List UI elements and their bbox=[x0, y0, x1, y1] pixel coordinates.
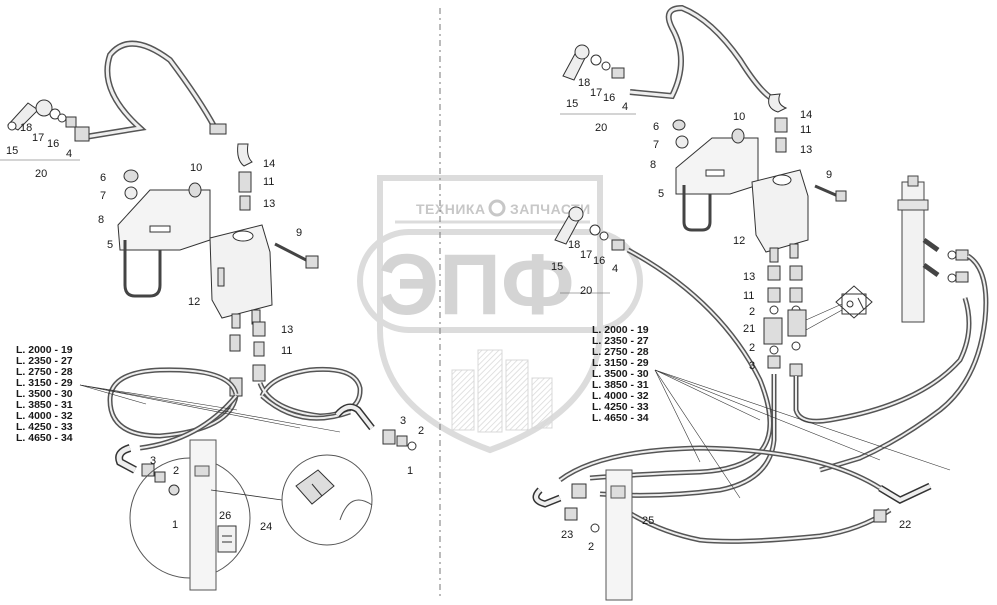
svg-text:L. 2750 - 28: L. 2750 - 28 bbox=[16, 366, 73, 378]
right-part-8: 8 bbox=[650, 159, 656, 171]
right-part-4: 4 bbox=[622, 101, 628, 113]
left-part-2-right: 2 bbox=[418, 425, 424, 437]
right-part-17: 17 bbox=[590, 87, 602, 99]
left-part-11-bottom: 11 bbox=[281, 345, 292, 357]
watermark-brand-left: ТЕХНИКА bbox=[416, 201, 486, 217]
left-part-10: 10 bbox=[190, 162, 202, 174]
left-part-15: 15 bbox=[6, 145, 18, 157]
right-part-17b: 17 bbox=[580, 249, 592, 261]
watermark: ТЕХНИКА ЗАПЧАСТИ ЭПФ bbox=[357, 175, 643, 454]
right-part-6: 6 bbox=[653, 121, 659, 133]
right-part-10: 10 bbox=[733, 111, 745, 123]
left-part-16: 16 bbox=[47, 138, 59, 150]
left-part-26: 26 bbox=[219, 510, 231, 522]
left-part-12: 12 bbox=[188, 296, 200, 308]
svg-text:L. 2350 - 27: L. 2350 - 27 bbox=[592, 335, 649, 347]
right-part-14: 14 bbox=[800, 109, 812, 121]
svg-text:L. 3150 - 29: L. 3150 - 29 bbox=[592, 357, 649, 369]
svg-text:L. 4650 - 34: L. 4650 - 34 bbox=[16, 432, 73, 444]
right-part-15b: 15 bbox=[551, 261, 563, 273]
right-part-7: 7 bbox=[653, 139, 659, 151]
left-part-13-top: 13 bbox=[263, 198, 275, 210]
right-part-20: 20 bbox=[595, 122, 607, 134]
left-part-2-left: 2 bbox=[173, 465, 179, 477]
svg-text:L. 2000 - 19: L. 2000 - 19 bbox=[592, 324, 649, 336]
left-part-8: 8 bbox=[98, 214, 104, 226]
left-part-14: 14 bbox=[263, 158, 275, 170]
svg-text:L. 3500 - 30: L. 3500 - 30 bbox=[592, 368, 649, 380]
right-part-21: 21 bbox=[743, 323, 755, 335]
left-part-6: 6 bbox=[100, 172, 106, 184]
right-part-25: 25 bbox=[642, 515, 654, 527]
left-part-20: 20 bbox=[35, 168, 47, 180]
right-part-3: 3 bbox=[749, 360, 755, 372]
right-assembly: 18 17 16 4 15 20 10 14 11 6 7 13 8 9 5 1… bbox=[532, 4, 989, 601]
right-part-4b: 4 bbox=[612, 263, 618, 275]
svg-text:L. 3850 - 31: L. 3850 - 31 bbox=[592, 379, 649, 391]
svg-text:L. 2750 - 28: L. 2750 - 28 bbox=[592, 346, 649, 358]
right-part-2a: 2 bbox=[749, 306, 755, 318]
left-elbow-fitting bbox=[237, 143, 253, 167]
right-u-bolt bbox=[682, 185, 712, 232]
left-part-3-left: 3 bbox=[150, 455, 156, 467]
left-label-plate bbox=[217, 525, 237, 553]
svg-text:L. 4250 - 33: L. 4250 - 33 bbox=[16, 421, 73, 433]
svg-text:L. 4000 - 32: L. 4000 - 32 bbox=[16, 410, 73, 422]
left-part-3-right: 3 bbox=[400, 415, 406, 427]
right-part-11: 11 bbox=[800, 124, 811, 136]
right-part-23: 23 bbox=[561, 529, 573, 541]
right-part-20b: 20 bbox=[580, 285, 592, 297]
left-assembly: 18 17 16 4 15 20 6 7 8 5 10 14 11 13 9 1… bbox=[0, 40, 424, 591]
right-part-13b: 13 bbox=[743, 271, 755, 283]
svg-text:L. 2000 - 19: L. 2000 - 19 bbox=[16, 344, 73, 356]
left-part-9: 9 bbox=[296, 227, 302, 239]
svg-text:L. 2350 - 27: L. 2350 - 27 bbox=[16, 355, 73, 367]
left-top-hose bbox=[84, 40, 218, 140]
right-bracket bbox=[675, 137, 759, 195]
left-part-18: 18 bbox=[20, 122, 32, 134]
right-part-2b: 2 bbox=[749, 342, 755, 354]
left-part-1-right: 1 bbox=[407, 465, 413, 477]
right-part-18: 18 bbox=[578, 77, 590, 89]
left-part-7: 7 bbox=[100, 190, 106, 202]
svg-text:L. 4250 - 33: L. 4250 - 33 bbox=[592, 401, 649, 413]
right-part-15: 15 bbox=[566, 98, 578, 110]
left-valve-body bbox=[209, 224, 273, 319]
right-part-16b: 16 bbox=[593, 255, 605, 267]
left-part-11-top: 11 bbox=[263, 176, 274, 188]
left-part-24: 24 bbox=[260, 521, 272, 533]
left-part-13-bottom: 13 bbox=[281, 324, 293, 336]
svg-text:L. 3150 - 29: L. 3150 - 29 bbox=[16, 377, 73, 389]
right-check-valve-b bbox=[787, 309, 807, 337]
right-part-12: 12 bbox=[733, 235, 745, 247]
watermark-buildings bbox=[451, 349, 553, 433]
left-top-hose-fitting bbox=[74, 126, 90, 142]
left-part-5: 5 bbox=[107, 239, 113, 251]
svg-text:L. 4650 - 34: L. 4650 - 34 bbox=[592, 412, 649, 424]
right-length-legend: L. 2000 - 19 L. 2350 - 27 L. 2750 - 28 L… bbox=[592, 324, 649, 424]
right-part-22: 22 bbox=[899, 519, 911, 531]
left-length-legend: L. 2000 - 19 L. 2350 - 27 L. 2750 - 28 L… bbox=[16, 344, 73, 444]
left-part-17: 17 bbox=[32, 132, 44, 144]
svg-text:L. 3500 - 30: L. 3500 - 30 bbox=[16, 388, 73, 400]
left-part-1-left: 1 bbox=[172, 519, 178, 531]
right-top-hose bbox=[629, 4, 777, 103]
right-part-2c: 2 bbox=[588, 541, 594, 553]
watermark-letters: ЭПФ bbox=[378, 237, 574, 333]
left-part-4: 4 bbox=[66, 148, 72, 160]
right-part-16: 16 bbox=[603, 92, 615, 104]
left-u-bolt bbox=[123, 240, 162, 298]
right-part-18b: 18 bbox=[568, 239, 580, 251]
right-part-5: 5 bbox=[658, 188, 664, 200]
right-part-9: 9 bbox=[826, 169, 832, 181]
right-part-13: 13 bbox=[800, 144, 812, 156]
right-check-valve-a bbox=[763, 317, 783, 345]
svg-text:L. 3850 - 31: L. 3850 - 31 bbox=[16, 399, 73, 411]
right-part-11b: 11 bbox=[743, 290, 754, 302]
right-valve-body bbox=[751, 169, 809, 253]
svg-text:L. 4000 - 32: L. 4000 - 32 bbox=[592, 390, 649, 402]
